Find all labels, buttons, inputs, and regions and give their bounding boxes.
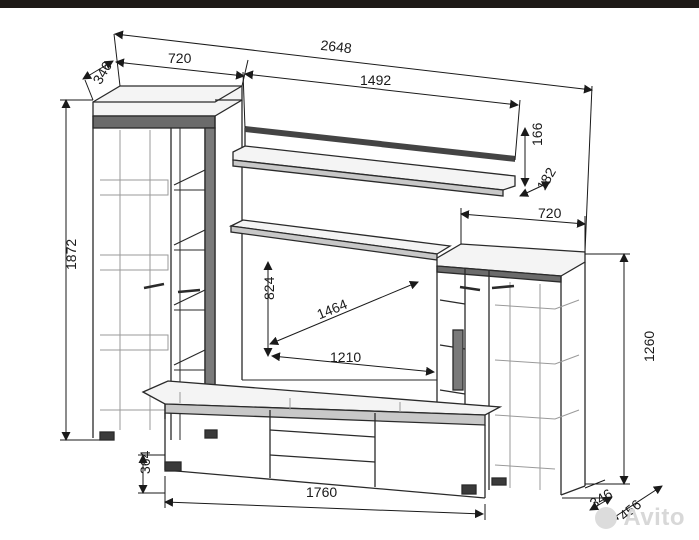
- dim-shelf-depth: 182: [533, 164, 559, 192]
- dim-left-width: 720: [168, 50, 192, 66]
- dim-left-depth: 346: [89, 58, 115, 86]
- dim-base-width: 1760: [306, 484, 337, 500]
- tv-shelf: [228, 219, 452, 261]
- dim-shelf-height: 166: [529, 122, 545, 146]
- tv-stand: [141, 380, 503, 499]
- dim-base-height: 364: [137, 450, 153, 474]
- avito-logo-icon: [595, 507, 618, 529]
- dimension-lines: [60, 30, 663, 521]
- dim-right-height: 1260: [641, 331, 657, 362]
- dim-left-height: 1872: [63, 239, 79, 270]
- hanging-shelf: [232, 126, 516, 197]
- avito-watermark: Avito: [595, 504, 685, 532]
- dim-shelf-width: 1492: [360, 72, 391, 88]
- dim-tv-width: 1210: [330, 349, 361, 365]
- dim-tv-height: 824: [261, 276, 277, 300]
- cabinet-drawing: [92, 85, 586, 499]
- dim-total-width: 2648: [320, 37, 353, 56]
- dim-right-width: 720: [538, 205, 562, 221]
- right-cabinet: [436, 243, 586, 496]
- top-dark-band: [0, 0, 699, 8]
- watermark-text: Avito: [623, 504, 685, 531]
